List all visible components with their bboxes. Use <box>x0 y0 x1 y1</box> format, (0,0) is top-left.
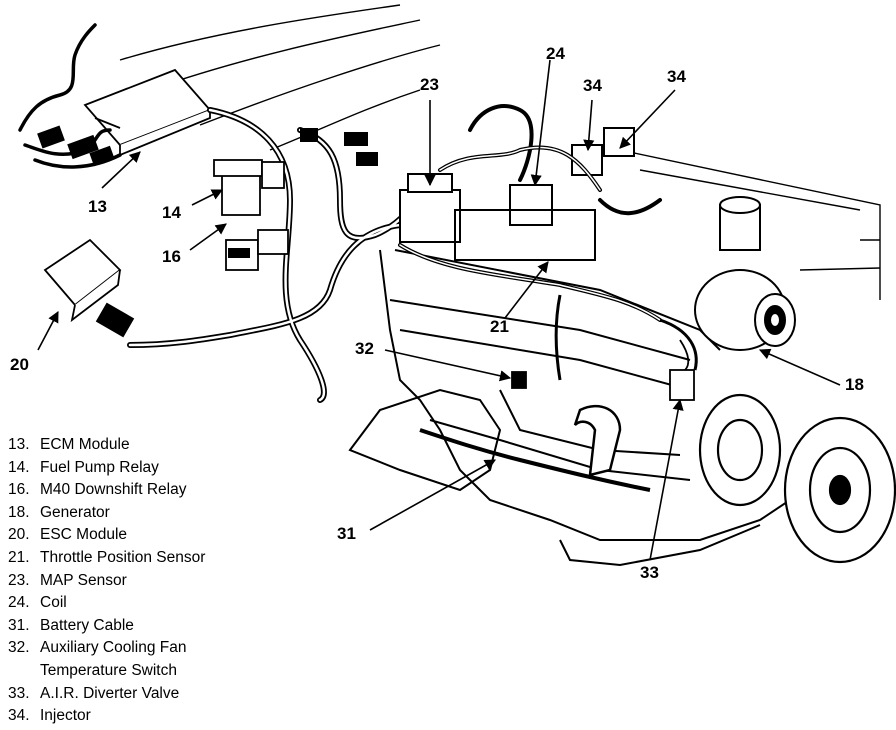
battery-cable <box>419 428 651 492</box>
air-pump <box>719 196 761 251</box>
legend-text: ESC Module <box>40 526 128 544</box>
callout-24: 24 <box>546 44 565 63</box>
legend-text: M40 Downshift Relay <box>40 481 187 499</box>
cooling-fan-switch <box>511 371 527 389</box>
legend-text: A.I.R. Diverter Valve <box>40 684 180 702</box>
intake-assembly <box>399 127 635 261</box>
ecm-module <box>83 68 212 157</box>
legend-text: Throttle Position Sensor <box>40 548 206 566</box>
legend-item: 23. MAP Sensor <box>8 570 205 593</box>
component-legend: 13. ECM Module 14. Fuel Pump Relay 16. M40 … <box>8 434 205 728</box>
fuel-rail-wiring-inner <box>399 146 661 321</box>
callout-34b: 34 <box>667 67 686 86</box>
legend-text: Injector <box>40 707 91 725</box>
legend-item: Temperature Switch <box>8 660 205 683</box>
legend-item: 20. ESC Module <box>8 524 205 547</box>
callout-23: 23 <box>420 75 439 94</box>
legend-number: 34. <box>8 707 30 725</box>
legend-item: 34. Injector <box>8 705 205 728</box>
legend-number: 24. <box>8 594 30 612</box>
callout-31: 31 <box>337 524 356 543</box>
legend-number: 18. <box>8 503 30 521</box>
legend-number: 13. <box>8 436 30 453</box>
callout-16: 16 <box>162 247 181 266</box>
engine-block <box>348 249 791 567</box>
callout-32: 32 <box>355 339 374 358</box>
legend-text: MAP Sensor <box>40 571 127 589</box>
legend-item: 32. Auxiliary Cooling Fan <box>8 637 205 660</box>
fuel-pump-relay <box>213 159 263 216</box>
callout-13: 13 <box>88 197 107 216</box>
callout-33: 33 <box>640 563 659 582</box>
callout-20: 20 <box>10 355 29 374</box>
air-diverter-valve <box>669 339 695 401</box>
legend-number: 21. <box>8 548 30 566</box>
legend-item: 31. Battery Cable <box>8 615 205 638</box>
legend-number: 31. <box>8 616 30 634</box>
legend-text: Battery Cable <box>40 616 134 634</box>
crank-pulley <box>783 416 896 564</box>
legend-text: Generator <box>40 503 110 521</box>
hood-outline <box>119 4 881 300</box>
legend-text: ECM Module <box>40 436 130 453</box>
legend-item: 33. A.I.R. Diverter Valve <box>8 683 205 706</box>
diverter-hose <box>554 294 698 381</box>
upper-radiator-hose <box>573 404 622 477</box>
water-pump-pulley <box>698 393 782 507</box>
legend-item: 13. ECM Module <box>8 434 205 457</box>
callout-14: 14 <box>162 203 181 222</box>
esc-connector <box>95 302 135 338</box>
legend-text: Fuel Pump Relay <box>40 458 159 476</box>
generator <box>694 269 796 351</box>
legend-item: 24. Coil <box>8 592 205 615</box>
legend-number: 14. <box>8 458 30 476</box>
legend-number: 16. <box>8 481 30 499</box>
legend-number <box>8 660 40 683</box>
legend-item: 18. Generator <box>8 502 205 525</box>
relay-connectors <box>228 128 378 258</box>
callout-21: 21 <box>490 317 509 336</box>
legend-number: 32. <box>8 639 30 657</box>
legend-item: 21. Throttle Position Sensor <box>8 547 205 570</box>
callout-18: 18 <box>845 375 864 394</box>
legend-text: Temperature Switch <box>40 661 177 679</box>
esc-module <box>43 238 122 323</box>
legend-text: Auxiliary Cooling Fan <box>40 639 187 657</box>
leader-lines <box>37 59 841 561</box>
legend-number: 33. <box>8 684 30 702</box>
legend-number: 23. <box>8 571 30 589</box>
legend-item: 14. Fuel Pump Relay <box>8 457 205 480</box>
legend-item: 16. M40 Downshift Relay <box>8 479 205 502</box>
ecm-connectors <box>37 125 115 167</box>
callout-34a: 34 <box>583 76 602 95</box>
legend-number: 20. <box>8 526 30 544</box>
legend-text: Coil <box>40 594 67 612</box>
